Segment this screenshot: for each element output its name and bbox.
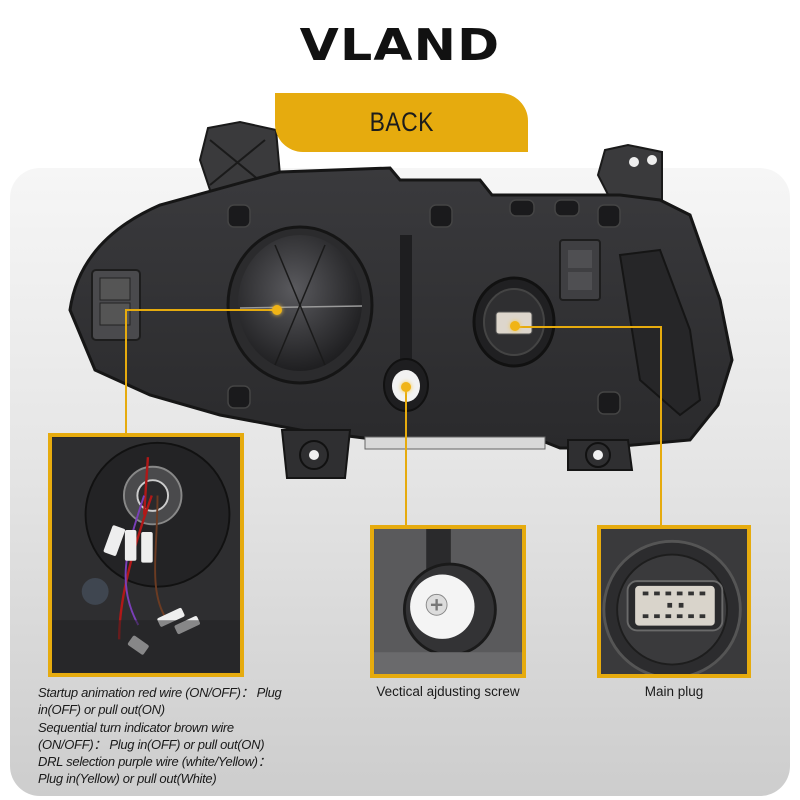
callout-line-plug-h	[514, 326, 662, 328]
inset-main-plug-photo	[597, 525, 751, 678]
callout-line-plug-v	[660, 326, 662, 527]
wiring-note-line: Plug in(Yellow) or pull out(White)	[38, 771, 217, 787]
section-tab-label: BACK	[369, 107, 434, 137]
wiring-note-line: in(OFF) or pull out(ON)	[38, 702, 165, 718]
section-tab-back: BACK	[275, 93, 528, 152]
wiring-note-line: Startup animation red wire (ON/OFF)： Plu…	[38, 685, 282, 700]
callout-dot-screw	[401, 382, 411, 392]
callout-line-wiring-h	[126, 309, 278, 311]
inset-wiring-photo	[48, 433, 244, 677]
callout-dot-plug	[510, 321, 520, 331]
wiring-harness-image	[52, 437, 240, 673]
wiring-note-line: (ON/OFF)： Plug in(OFF) or pull out(ON)	[38, 736, 265, 752]
caption-main-plug: Main plug	[644, 684, 704, 699]
caption-adjusting-screw: Vectical ajdusting screw	[376, 684, 520, 699]
adjusting-screw-image	[374, 529, 522, 674]
main-plug-image	[601, 529, 747, 674]
wiring-note-line: DRL selection purple wire (white/Yellow)…	[38, 754, 271, 770]
wiring-note-line: Sequential turn indicator brown wire	[38, 719, 234, 735]
callout-line-wiring-v	[125, 309, 127, 435]
brand-logo: VLAND	[299, 20, 501, 71]
wiring-instructions: Startup animation red wire (ON/OFF)： Plu…	[38, 684, 338, 788]
callout-dot-wiring	[272, 305, 282, 315]
inset-adjusting-screw-photo	[370, 525, 526, 678]
callout-line-screw-v	[405, 387, 407, 527]
